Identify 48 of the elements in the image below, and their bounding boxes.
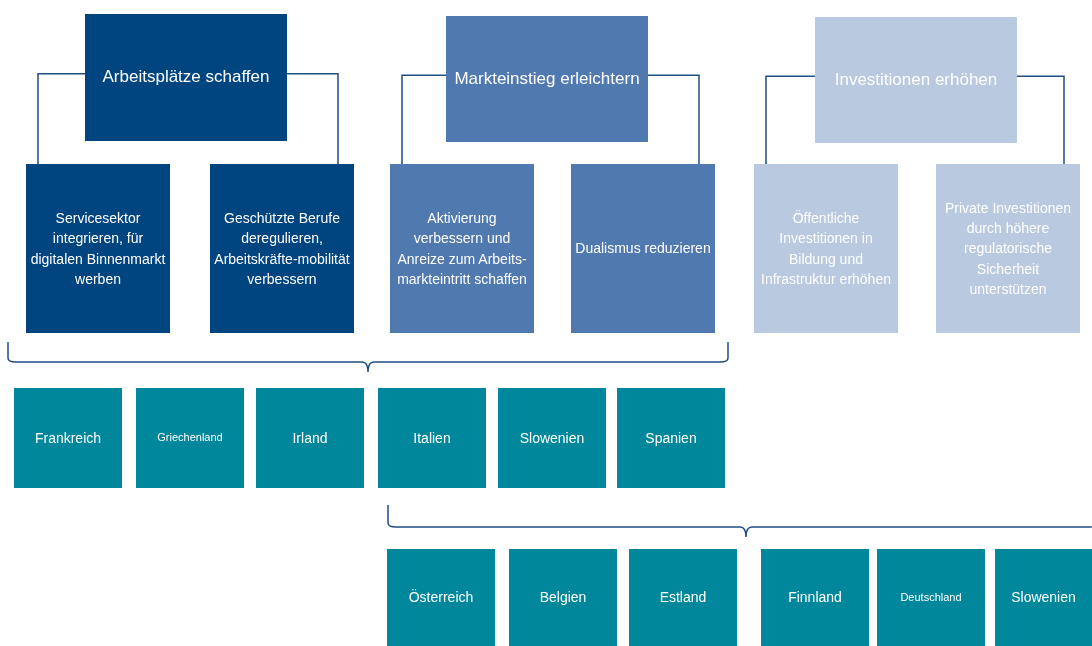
process-box: [936, 164, 1080, 333]
box-label: Estland: [659, 588, 707, 608]
process-box: [387, 549, 495, 646]
process-box: [390, 164, 534, 333]
process-box: [995, 549, 1092, 646]
process-box: [877, 549, 985, 646]
box-label: Italien: [413, 428, 451, 448]
box-label: Österreich: [408, 588, 474, 608]
process-box: [498, 388, 606, 488]
box-label: Griechenland: [157, 430, 223, 446]
process-box: [629, 549, 737, 646]
box-label: Dualismus reduzieren: [575, 239, 711, 259]
process-box: [446, 16, 648, 142]
box-label: Servicesektor integrieren, für digitalen Binnenmarkt werben: [30, 208, 166, 289]
box-label: Deutschland: [900, 589, 962, 605]
box-label: Slowenien: [1011, 588, 1076, 608]
box-label: Markteinstieg erleichtern: [454, 67, 640, 90]
process-box: [210, 164, 354, 333]
process-box: [85, 14, 287, 141]
process-box: [136, 388, 244, 488]
box-label: Private Investitionen durch höhere regulatorische Sicherheit unterstützen: [943, 198, 1073, 299]
box-label: Investitionen erhöhen: [834, 68, 998, 91]
connector-line: [401, 74, 447, 165]
process-box: [509, 549, 617, 646]
connector-line: [286, 72, 339, 165]
connector-line: [1016, 75, 1065, 165]
box-label: Frankreich: [34, 428, 102, 448]
process-box: [571, 164, 715, 333]
process-box: [754, 164, 898, 333]
process-box: [617, 388, 725, 488]
box-label: Irland: [292, 428, 328, 448]
process-box: [14, 388, 122, 488]
connector-line: [647, 74, 700, 165]
box-label: Aktivierung verbessern und Anreize zum Arbeits-markteintritt schaffen: [396, 208, 528, 289]
box-label: Finnland: [788, 588, 842, 608]
box-label: Slowenien: [519, 428, 585, 448]
box-label: Geschützte Berufe deregulieren, Arbeitskräfte-mobilität verbessern: [214, 208, 350, 289]
process-box: [256, 388, 364, 488]
process-box: [26, 164, 170, 333]
connector-line: [765, 75, 816, 165]
process-box: [815, 17, 1017, 143]
box-label: Arbeitsplätze schaffen: [102, 66, 270, 89]
box-label: Spanien: [645, 428, 697, 448]
connector-line: [37, 72, 86, 165]
box-label: Öffentliche Investitionen in Bildung und Infrastruktur erhöhen: [760, 208, 892, 289]
process-box: [761, 549, 869, 646]
process-box: [378, 388, 486, 488]
box-label: Belgien: [539, 588, 587, 608]
